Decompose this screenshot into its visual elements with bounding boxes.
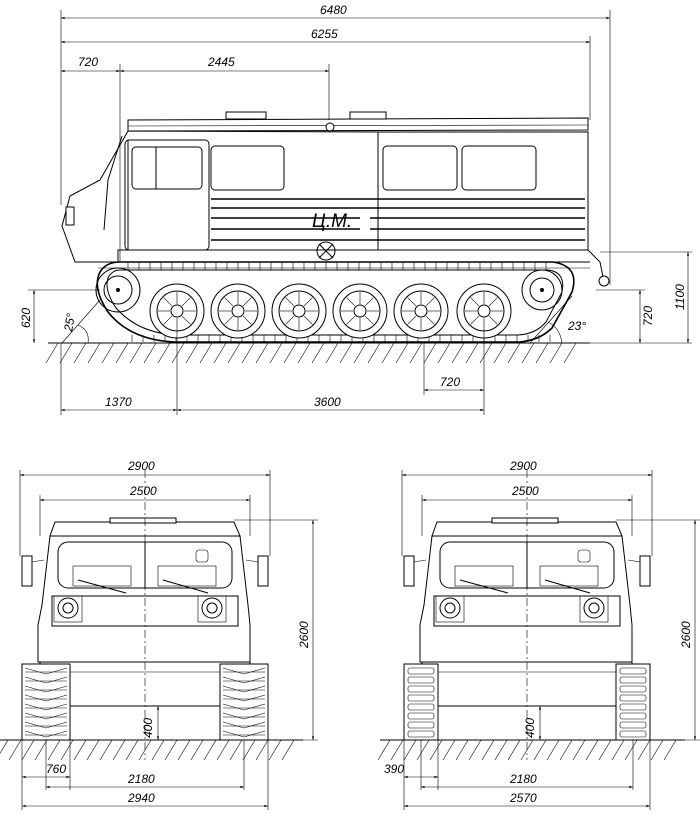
dim-hull-length: 6255 [311,27,338,41]
dim-track-gauge: 2180 [127,772,155,786]
dim-front-axle-offset: 1370 [105,395,132,409]
dim-overall-width: 2900 [509,459,537,473]
dim-track-base: 3600 [314,395,341,409]
dim-body-width: 2500 [129,484,157,498]
dim-total-width: 2940 [127,791,155,805]
dim-front-height: 620 [19,308,33,328]
dim-track-gauge: 2180 [509,772,537,786]
ground-line [45,342,590,364]
dim-clearance: 400 [523,718,537,738]
dim-approach-angle: 25° [61,312,78,333]
dim-overall-height: 1100 [673,284,687,310]
dim-overall-length: 6480 [320,3,347,17]
dim-height: 2600 [297,621,311,649]
dim-front-to-cab: 2445 [207,55,235,69]
front-view-wide: 2900 2500 2600 400 760 2180 2940 [0,459,318,810]
dim-departure-angle: 23° [567,319,586,333]
dim-body-width: 2500 [511,484,539,498]
dim-track-width: 760 [46,762,66,776]
side-dimensions: 6480 6255 720 2445 1370 3600 720 [19,3,692,415]
dim-total-width: 2570 [509,791,537,805]
front-view-narrow: 2900 2500 2600 400 390 2180 2570 [377,459,700,810]
vehicle-body: Ц.М. [61,111,610,287]
dim-rear-roller-offset: 720 [440,375,460,389]
dim-front-overhang: 720 [78,55,98,69]
dim-height: 2600 [679,621,693,649]
dim-rear-height: 720 [641,306,655,326]
dim-clearance: 400 [141,718,155,738]
dim-track-width: 390 [384,762,404,776]
side-track [95,261,575,343]
vehicle-marking: Ц.М. [312,211,352,232]
side-view: Ц.М. [19,3,692,415]
dim-overall-width: 2900 [127,459,155,473]
